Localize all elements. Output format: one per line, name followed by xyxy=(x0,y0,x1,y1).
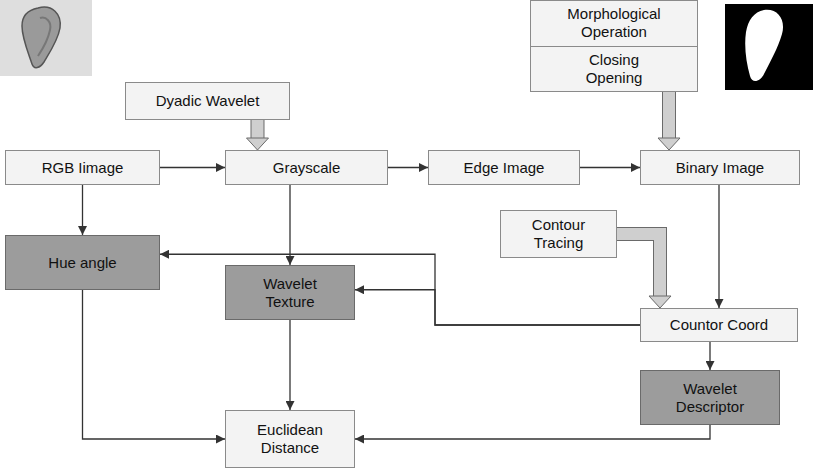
block-arrow xyxy=(658,92,680,150)
flow-arrow xyxy=(710,342,711,370)
process-box: Euclidean Distance xyxy=(225,410,355,468)
node-label: Countor Coord xyxy=(670,316,768,334)
node-label: Dyadic Wavelet xyxy=(156,92,260,110)
flow-line xyxy=(580,167,640,168)
process-box: Countor Coord xyxy=(640,308,798,342)
flow-line xyxy=(83,290,226,439)
node-label: Morphological Operation xyxy=(537,5,691,41)
flow-line xyxy=(160,254,640,325)
node-label: Grayscale xyxy=(273,159,341,177)
block-arrow-part xyxy=(247,138,269,150)
flow-line xyxy=(355,425,710,439)
node-label: Euclidean Distance xyxy=(248,421,333,457)
organism-detail xyxy=(38,18,50,56)
text-section: Countor Coord xyxy=(670,316,768,334)
operator-box: Dyadic Wavelet xyxy=(125,82,290,120)
text-section: Dyadic Wavelet xyxy=(156,92,260,110)
flow-line xyxy=(289,320,290,410)
flow-arrow xyxy=(82,185,83,235)
text-section: Hue angle xyxy=(48,254,116,272)
flow-arrow xyxy=(355,425,710,439)
text-section: Contour Tracing xyxy=(516,216,601,252)
text-section: Wavelet Descriptor xyxy=(668,380,753,416)
flow-line xyxy=(355,290,640,325)
flow-arrow xyxy=(160,167,225,168)
flow-arrow xyxy=(580,167,640,168)
block-arrow xyxy=(247,120,269,150)
flow-arrow xyxy=(388,167,428,168)
micrograph-background xyxy=(0,0,92,76)
node-label: Wavelet Texture xyxy=(248,275,333,311)
block-arrow-part xyxy=(649,296,671,308)
block-arrow-part xyxy=(252,120,264,138)
feature-box: Wavelet Descriptor xyxy=(640,370,780,425)
feature-box: Hue angle xyxy=(5,235,160,290)
block-arrow xyxy=(617,234,671,308)
node-label: Closing Opening xyxy=(579,51,649,87)
block-arrow-part xyxy=(662,92,676,138)
text-section: Morphological Operation xyxy=(531,1,697,46)
flow-line xyxy=(289,185,290,265)
operator-box: Morphological OperationClosing Opening xyxy=(530,0,698,92)
block-arrow-part xyxy=(617,234,660,296)
flow-arrow xyxy=(160,254,640,325)
flow-arrow xyxy=(290,185,291,265)
block-arrow-part xyxy=(658,138,680,150)
node-label: RGB Iimage xyxy=(42,159,124,177)
flow-line xyxy=(160,167,225,168)
text-section: Edge Image xyxy=(464,159,545,177)
node-label: Hue angle xyxy=(48,254,116,272)
process-box: Grayscale xyxy=(225,150,388,185)
text-section: Binary Image xyxy=(676,159,764,177)
binary-image-background xyxy=(725,4,813,90)
block-arrow-part xyxy=(251,120,265,138)
node-label: Edge Image xyxy=(464,159,545,177)
process-box: RGB Iimage xyxy=(5,150,160,185)
node-label: Binary Image xyxy=(676,159,764,177)
operator-box: Contour Tracing xyxy=(500,210,617,258)
organism-micrograph xyxy=(22,7,60,68)
flow-arrow xyxy=(83,290,226,439)
flow-arrow xyxy=(290,320,291,410)
flow-line xyxy=(388,167,428,168)
text-section: Wavelet Texture xyxy=(248,275,333,311)
block-arrow-part xyxy=(663,92,675,138)
feature-box: Wavelet Texture xyxy=(225,265,355,320)
node-label: Wavelet Descriptor xyxy=(668,380,753,416)
flow-line xyxy=(718,185,719,308)
flow-line xyxy=(709,342,710,370)
flow-arrow xyxy=(719,185,720,308)
block-arrow-part xyxy=(617,234,660,296)
process-box: Edge Image xyxy=(428,150,580,185)
flow-line xyxy=(82,185,83,235)
node-label: Contour Tracing xyxy=(516,216,601,252)
flow-arrow xyxy=(355,290,640,325)
process-box: Binary Image xyxy=(640,150,800,185)
text-section: Closing Opening xyxy=(531,46,697,92)
text-section: Grayscale xyxy=(273,159,341,177)
text-section: Euclidean Distance xyxy=(248,421,333,457)
binary-organism-silhouette xyxy=(745,10,783,81)
text-section: RGB Iimage xyxy=(42,159,124,177)
